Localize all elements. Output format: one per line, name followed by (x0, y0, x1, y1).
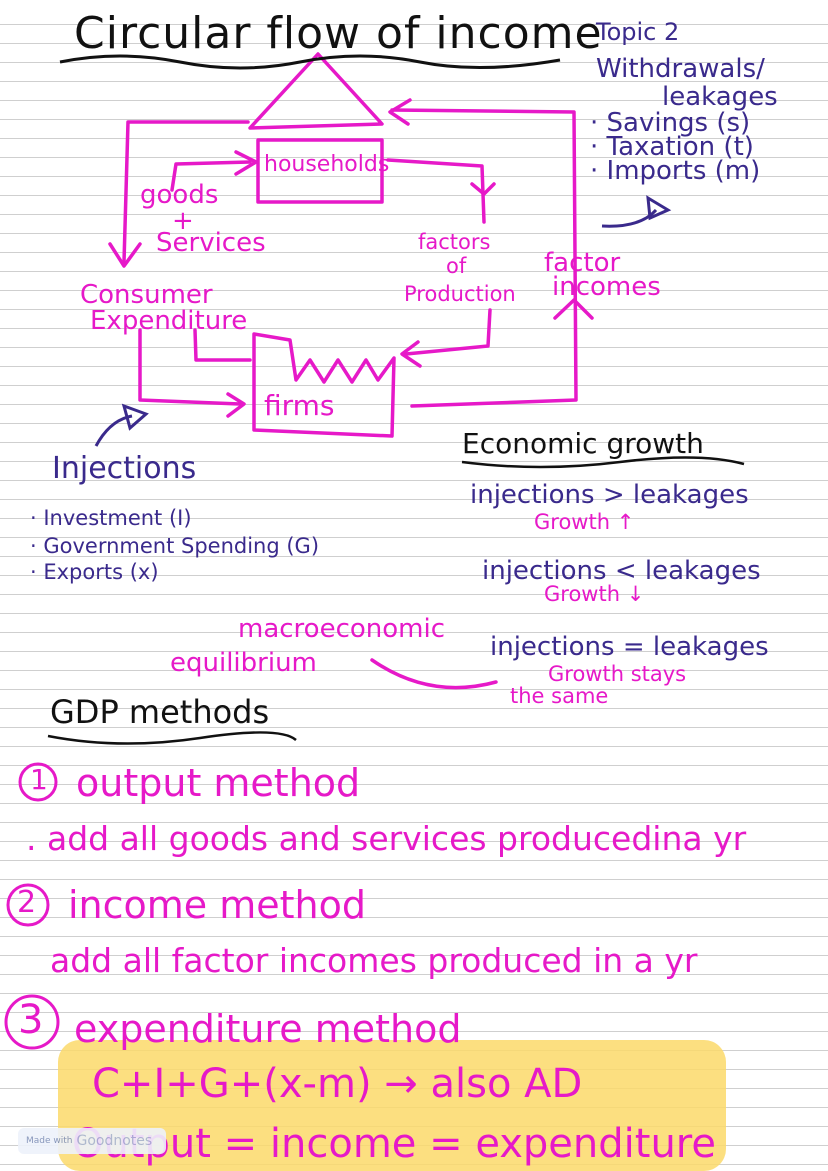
circle-2 (6, 883, 50, 927)
gdp-heading: GDP methods (50, 693, 270, 731)
growth-result: Growth stays (548, 662, 687, 686)
method-number: 3 (18, 997, 44, 1043)
growth-result: Growth ↓ (544, 582, 645, 606)
injections-heading: Injections (52, 451, 197, 486)
factor-label: factor (544, 248, 621, 278)
growth-condition: injections < leakages (482, 556, 761, 586)
consumer-label: Consumer (80, 280, 213, 310)
growth-condition: injections > leakages (470, 480, 749, 510)
factors-arrowhead (470, 182, 496, 196)
factors-to-firms (404, 308, 492, 356)
equilibrium-connector (370, 658, 498, 690)
gdp-identity: Output = income = expenditure (72, 1121, 716, 1167)
method-number: 1 (30, 763, 48, 796)
gdp-underline (47, 731, 297, 745)
method-desc: add all factor incomes produced in a yr (50, 941, 698, 980)
consumer-arrowhead (226, 392, 246, 418)
withdrawals-arrow (601, 208, 658, 228)
incomes-label: incomes (552, 272, 661, 302)
outer-left-loop (122, 120, 250, 264)
goods-label: goods (140, 180, 219, 210)
watermark-prefix: Made with (26, 1136, 73, 1146)
topic-label: Topic 2 (596, 18, 680, 46)
injection-item: · Government Spending (G) (30, 534, 320, 558)
watermark-brand: Goodnotes (76, 1133, 153, 1149)
households-box (256, 138, 384, 204)
consumer-link (193, 328, 252, 362)
injection-item: · Investment (I) (30, 506, 192, 530)
method-title: output method (76, 761, 361, 805)
goods-arrow (170, 160, 252, 192)
withdrawals-heading-2: leakages (662, 82, 778, 112)
method-number: 2 (17, 885, 37, 920)
growth-result-2: the same (510, 684, 609, 708)
injection-item: · Exports (x) (30, 560, 159, 584)
method-title: income method (68, 883, 367, 927)
withdrawal-item: · Taxation (t) (590, 132, 754, 162)
factors-label: factors (418, 230, 491, 254)
production-label: Production (404, 282, 516, 306)
goods-arrowhead (234, 150, 258, 176)
plus-label: + (172, 206, 194, 236)
firms-label: firms (264, 389, 335, 422)
circle-1 (18, 762, 58, 802)
growth-condition: injections = leakages (490, 632, 769, 662)
arrow-up-factor (553, 298, 594, 320)
withdrawals-arrowhead (646, 195, 672, 221)
growth-result: Growth ↑ (534, 510, 635, 534)
circle-3 (4, 994, 60, 1050)
factors-of-label: of (446, 254, 467, 278)
method-title: expenditure method (74, 1007, 462, 1051)
goodnotes-watermark: Made with Goodnotes (18, 1128, 166, 1154)
outer-right-loop (390, 108, 578, 408)
title-underline (59, 54, 561, 70)
arrow-down-left (108, 242, 142, 268)
to-firms-arrowhead (400, 340, 422, 368)
services-label: Services (156, 228, 266, 258)
method-desc: . add all goods and services producedina… (26, 819, 747, 858)
expenditure-formula: C+I+G+(x-m) → also AD (92, 1061, 583, 1107)
highlight (58, 1040, 726, 1171)
withdrawal-item: · Imports (m) (590, 156, 761, 186)
expenditure-label: Expenditure (90, 306, 248, 336)
arrow-to-households (388, 98, 412, 126)
injections-arrowhead (121, 403, 149, 431)
withdrawal-item: · Savings (s) (590, 108, 751, 138)
equilibrium-label: equilibrium (170, 648, 317, 678)
firms-building (252, 332, 396, 438)
macroeconomic-label: macroeconomic (238, 614, 446, 644)
growth-underline (461, 456, 745, 469)
withdrawals-heading: Withdrawals/ (596, 54, 765, 84)
hh-to-factors (386, 158, 486, 224)
households-label: households (264, 152, 390, 177)
consumer-to-firms (138, 328, 242, 406)
growth-heading: Economic growth (462, 427, 704, 460)
page-title: Circular flow of income (74, 8, 603, 59)
house-roof-shape (248, 52, 384, 130)
